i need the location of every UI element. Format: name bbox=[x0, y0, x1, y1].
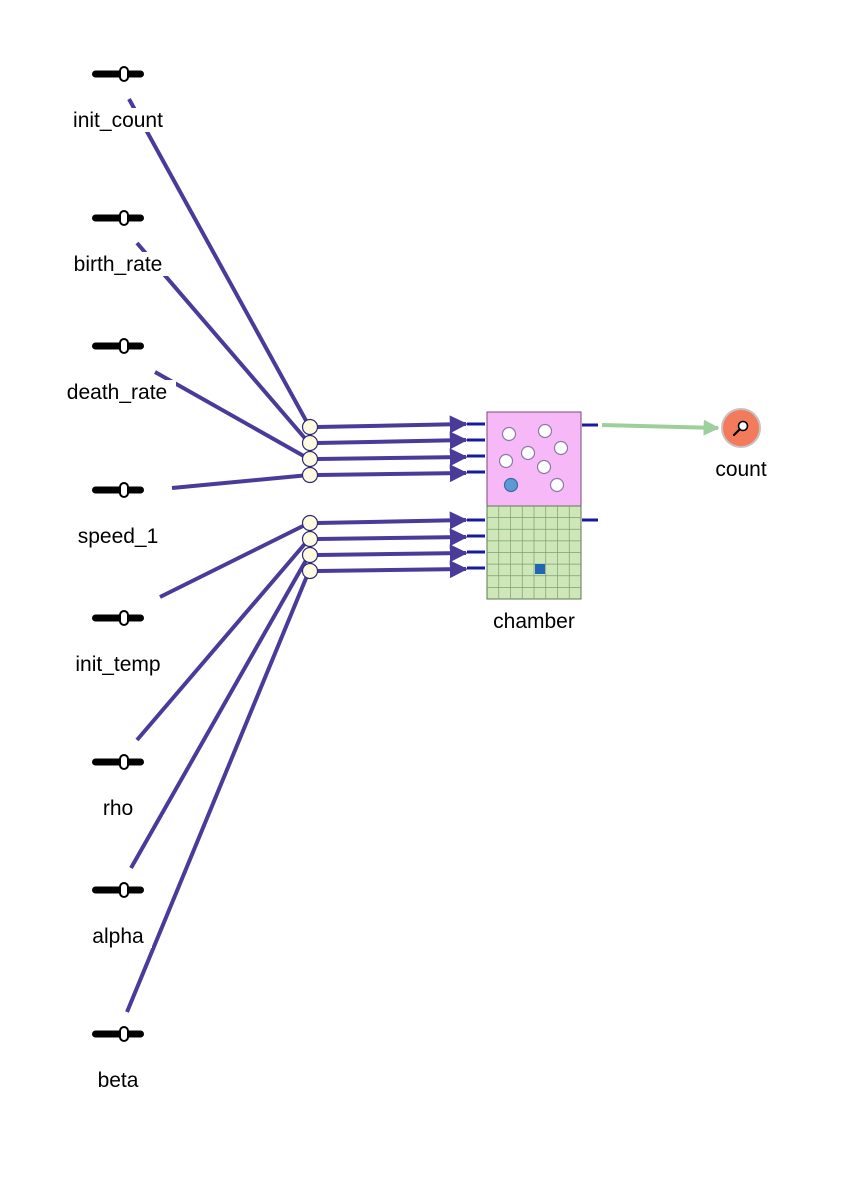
arrow-8 bbox=[316, 560, 468, 579]
particles bbox=[498, 423, 569, 493]
arrow-2 bbox=[316, 431, 468, 450]
parameter-label-beta: beta bbox=[97, 1069, 139, 1092]
link-beta bbox=[125, 570, 311, 1013]
parameter-links bbox=[125, 98, 311, 1013]
junction-node[interactable] bbox=[301, 514, 319, 532]
grid-marker bbox=[535, 564, 545, 574]
label-masks bbox=[60, 108, 176, 1092]
slider-icon[interactable] bbox=[92, 210, 144, 226]
parameter-label-birth_rate: birth_rate bbox=[73, 253, 163, 276]
junction-node[interactable] bbox=[301, 546, 319, 564]
junction-node[interactable] bbox=[301, 530, 319, 548]
link-rho bbox=[135, 537, 311, 742]
slider-icon[interactable] bbox=[92, 482, 144, 498]
link-alpha bbox=[129, 554, 311, 869]
arrow-7 bbox=[316, 544, 468, 563]
slider-icon[interactable] bbox=[92, 338, 144, 354]
chamber-input-arrows bbox=[316, 415, 468, 579]
link-init_temp bbox=[159, 521, 310, 599]
link-death_rate bbox=[154, 370, 310, 461]
junction-nodes bbox=[301, 418, 319, 580]
particle-marker bbox=[503, 477, 519, 493]
chamber-output-ports bbox=[582, 423, 598, 522]
parameter-label-init_count: init_count bbox=[73, 109, 163, 132]
output-link bbox=[601, 419, 720, 436]
count-label: count bbox=[715, 458, 767, 481]
junction-node[interactable] bbox=[301, 562, 319, 580]
count-node[interactable] bbox=[721, 408, 761, 448]
link-birth_rate bbox=[135, 241, 311, 445]
arrow-5 bbox=[316, 511, 468, 530]
chamber-block[interactable] bbox=[486, 411, 582, 600]
slider-icon[interactable] bbox=[92, 66, 144, 82]
slider-icon[interactable] bbox=[92, 754, 144, 770]
link-speed_1 bbox=[171, 473, 310, 490]
parameter-label-speed_1: speed_1 bbox=[77, 525, 159, 548]
junction-node[interactable] bbox=[301, 418, 319, 436]
arrow-6 bbox=[316, 528, 468, 547]
chamber-label: chamber bbox=[493, 610, 575, 633]
arrow-3 bbox=[316, 448, 468, 467]
parameter-label-alpha: alpha bbox=[92, 925, 144, 948]
slider-icon[interactable] bbox=[92, 882, 144, 898]
link-init_count bbox=[127, 98, 311, 427]
parameter-label-death_rate: death_rate bbox=[66, 381, 168, 404]
arrow-1 bbox=[316, 415, 468, 434]
parameter-sliders bbox=[92, 66, 144, 1042]
magnifier-icon bbox=[732, 420, 749, 437]
arrow-4 bbox=[316, 464, 468, 483]
junction-node[interactable] bbox=[301, 466, 319, 484]
slider-icon[interactable] bbox=[92, 1026, 144, 1042]
parameter-label-init_temp: init_temp bbox=[75, 653, 161, 676]
grid-lines bbox=[487, 506, 581, 599]
slider-icon[interactable] bbox=[92, 610, 144, 626]
chamber-input-ports bbox=[467, 422, 485, 570]
parameter-label-rho: rho bbox=[102, 797, 134, 820]
junction-node[interactable] bbox=[301, 434, 319, 452]
junction-node[interactable] bbox=[301, 450, 319, 468]
